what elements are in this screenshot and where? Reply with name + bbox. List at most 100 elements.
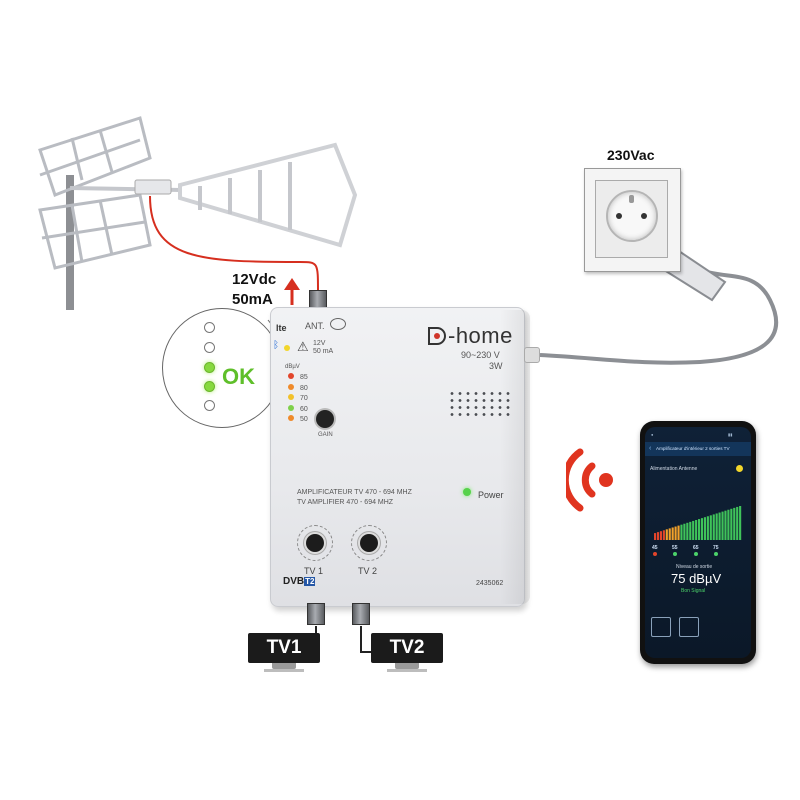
gain-knob[interactable] bbox=[316, 410, 334, 428]
level-row-50: 50 bbox=[288, 415, 308, 424]
level-led-50 bbox=[288, 415, 294, 421]
bargraph-bar bbox=[700, 518, 704, 540]
brand-d-icon bbox=[428, 327, 446, 345]
app-title: Amplificateur d'intérieur 2 sorties TV bbox=[656, 446, 730, 451]
zoom-led-2 bbox=[204, 342, 215, 353]
bargraph-bar bbox=[727, 509, 730, 540]
product-reference: 2435062 bbox=[476, 580, 504, 587]
rating-voltage: 12V bbox=[313, 340, 326, 347]
supply-current: 50mA bbox=[232, 291, 273, 308]
dvb-t2-logo: DVBT2 bbox=[283, 576, 316, 587]
product-title-en: TV AMPLIFIER 470 - 694 MHZ bbox=[297, 499, 394, 506]
bargraph-bar bbox=[718, 512, 721, 540]
bargraph-bar bbox=[715, 513, 718, 540]
output-level-value: 75 dBµV bbox=[671, 571, 722, 586]
bargraph-bar bbox=[706, 516, 709, 540]
bargraph-bar bbox=[659, 531, 662, 540]
bargraph-bar bbox=[656, 532, 660, 540]
bargraph-bar bbox=[695, 520, 698, 540]
bluetooth-led bbox=[284, 345, 290, 351]
tv1-output-label: TV 1 bbox=[304, 566, 324, 576]
back-arrow-icon[interactable]: ‹ bbox=[649, 445, 652, 452]
level-row-85: 85 bbox=[288, 373, 308, 382]
bargraph-tick-dot-45 bbox=[653, 552, 657, 556]
socket-earth-pin bbox=[629, 195, 634, 203]
tv2-output-label: TV 2 bbox=[358, 566, 378, 576]
level-led-60 bbox=[288, 404, 294, 411]
mains-voltage-label: 230Vac bbox=[607, 147, 655, 163]
bargraph-tick-dot-55 bbox=[673, 552, 677, 556]
power-label: Power bbox=[478, 490, 504, 500]
tv1-level-knob[interactable] bbox=[306, 534, 324, 552]
brand-logo: -home bbox=[428, 323, 513, 349]
bargraph-bar bbox=[683, 523, 686, 540]
tv2-output-card[interactable] bbox=[679, 617, 699, 637]
level-unit-label: dBµV bbox=[285, 364, 300, 370]
phone-battery-icon: ▮▮ bbox=[728, 432, 733, 437]
level-value-70: 70 bbox=[300, 395, 308, 402]
bargraph-bar bbox=[671, 527, 674, 540]
tv2-foot bbox=[387, 669, 427, 672]
app-header bbox=[645, 442, 751, 456]
brand-name: -home bbox=[448, 323, 513, 348]
signal-level-bargraph bbox=[654, 506, 742, 540]
zoom-led-3 bbox=[204, 362, 215, 373]
wireless-signal-icon bbox=[566, 448, 613, 512]
zoom-ok-label: OK bbox=[222, 364, 255, 389]
tv1-foot bbox=[264, 669, 304, 672]
phone-status-bar: ● bbox=[651, 432, 654, 437]
antenna-balun bbox=[134, 179, 172, 195]
level-row-60: 60 bbox=[288, 404, 308, 414]
level-value-60: 60 bbox=[300, 405, 308, 413]
tv1-knob-scale bbox=[297, 525, 333, 561]
tv2-cable bbox=[360, 626, 371, 653]
bargraph-bar bbox=[709, 515, 712, 540]
bargraph-bar bbox=[721, 511, 724, 540]
bargraph-tick-65: 65 bbox=[693, 545, 699, 551]
bargraph-bar bbox=[733, 507, 736, 540]
mains-cable-gland bbox=[524, 347, 540, 363]
zoom-led-1 bbox=[204, 322, 215, 333]
level-value-80: 80 bbox=[300, 384, 308, 392]
bluetooth-icon: ᛒ bbox=[273, 340, 279, 351]
level-led-85 bbox=[288, 373, 294, 379]
bargraph-bar bbox=[692, 520, 695, 540]
product-title-fr: AMPLIFICATEUR TV 470 - 694 MHZ bbox=[297, 489, 412, 496]
tv2-level-knob[interactable] bbox=[360, 534, 378, 552]
tv1-stand bbox=[272, 663, 296, 669]
antenna-input-symbol-icon bbox=[330, 318, 346, 330]
bargraph-tick-75: 75 bbox=[713, 545, 719, 551]
antenna-reflector bbox=[38, 116, 152, 270]
bargraph-bar bbox=[724, 510, 727, 540]
level-value-85: 85 bbox=[300, 374, 308, 381]
dvb-text: DVB bbox=[283, 576, 305, 587]
bargraph-bar bbox=[730, 508, 733, 540]
bargraph-bar bbox=[686, 522, 689, 540]
bargraph-tick-dot-75 bbox=[714, 552, 718, 556]
speaker-vent-grille bbox=[448, 390, 512, 418]
tv2-output-connector bbox=[352, 603, 370, 625]
bargraph-tick-55: 55 bbox=[672, 545, 678, 551]
gain-label: GAIN bbox=[318, 432, 333, 438]
amplifier-power-consumption: 3W bbox=[489, 361, 503, 371]
supply-voltage: 12Vdc bbox=[232, 271, 277, 288]
antenna-mast bbox=[66, 175, 74, 310]
mains-cable bbox=[539, 268, 778, 365]
bargraph-bar bbox=[662, 530, 665, 540]
antenna-supply-status-dot[interactable] bbox=[736, 465, 743, 472]
bargraph-bar bbox=[703, 517, 706, 540]
bargraph-bar bbox=[665, 529, 668, 540]
antenna-supply-rating: 12V 50 mA bbox=[313, 340, 333, 356]
power-arrow-head bbox=[284, 278, 300, 290]
amplifier-input-voltage: 90~230 V bbox=[461, 350, 500, 360]
antenna-supply-label: Alimentation Antenne bbox=[650, 466, 698, 472]
product-title: AMPLIFICATEUR TV 470 - 694 MHZ TV AMPLIF… bbox=[297, 488, 412, 508]
antenna-input-connector bbox=[309, 290, 327, 308]
tv1-screen-label: TV1 bbox=[248, 633, 320, 663]
level-row-80: 80 bbox=[288, 383, 308, 393]
output-level-label: Niveau de sortie bbox=[676, 564, 713, 570]
bargraph-tick-dot-65 bbox=[694, 552, 698, 556]
antenna-input-label: ANT. bbox=[305, 321, 325, 331]
tv1-output-card[interactable] bbox=[651, 617, 671, 637]
lte-filter-logo: lte bbox=[276, 323, 287, 333]
